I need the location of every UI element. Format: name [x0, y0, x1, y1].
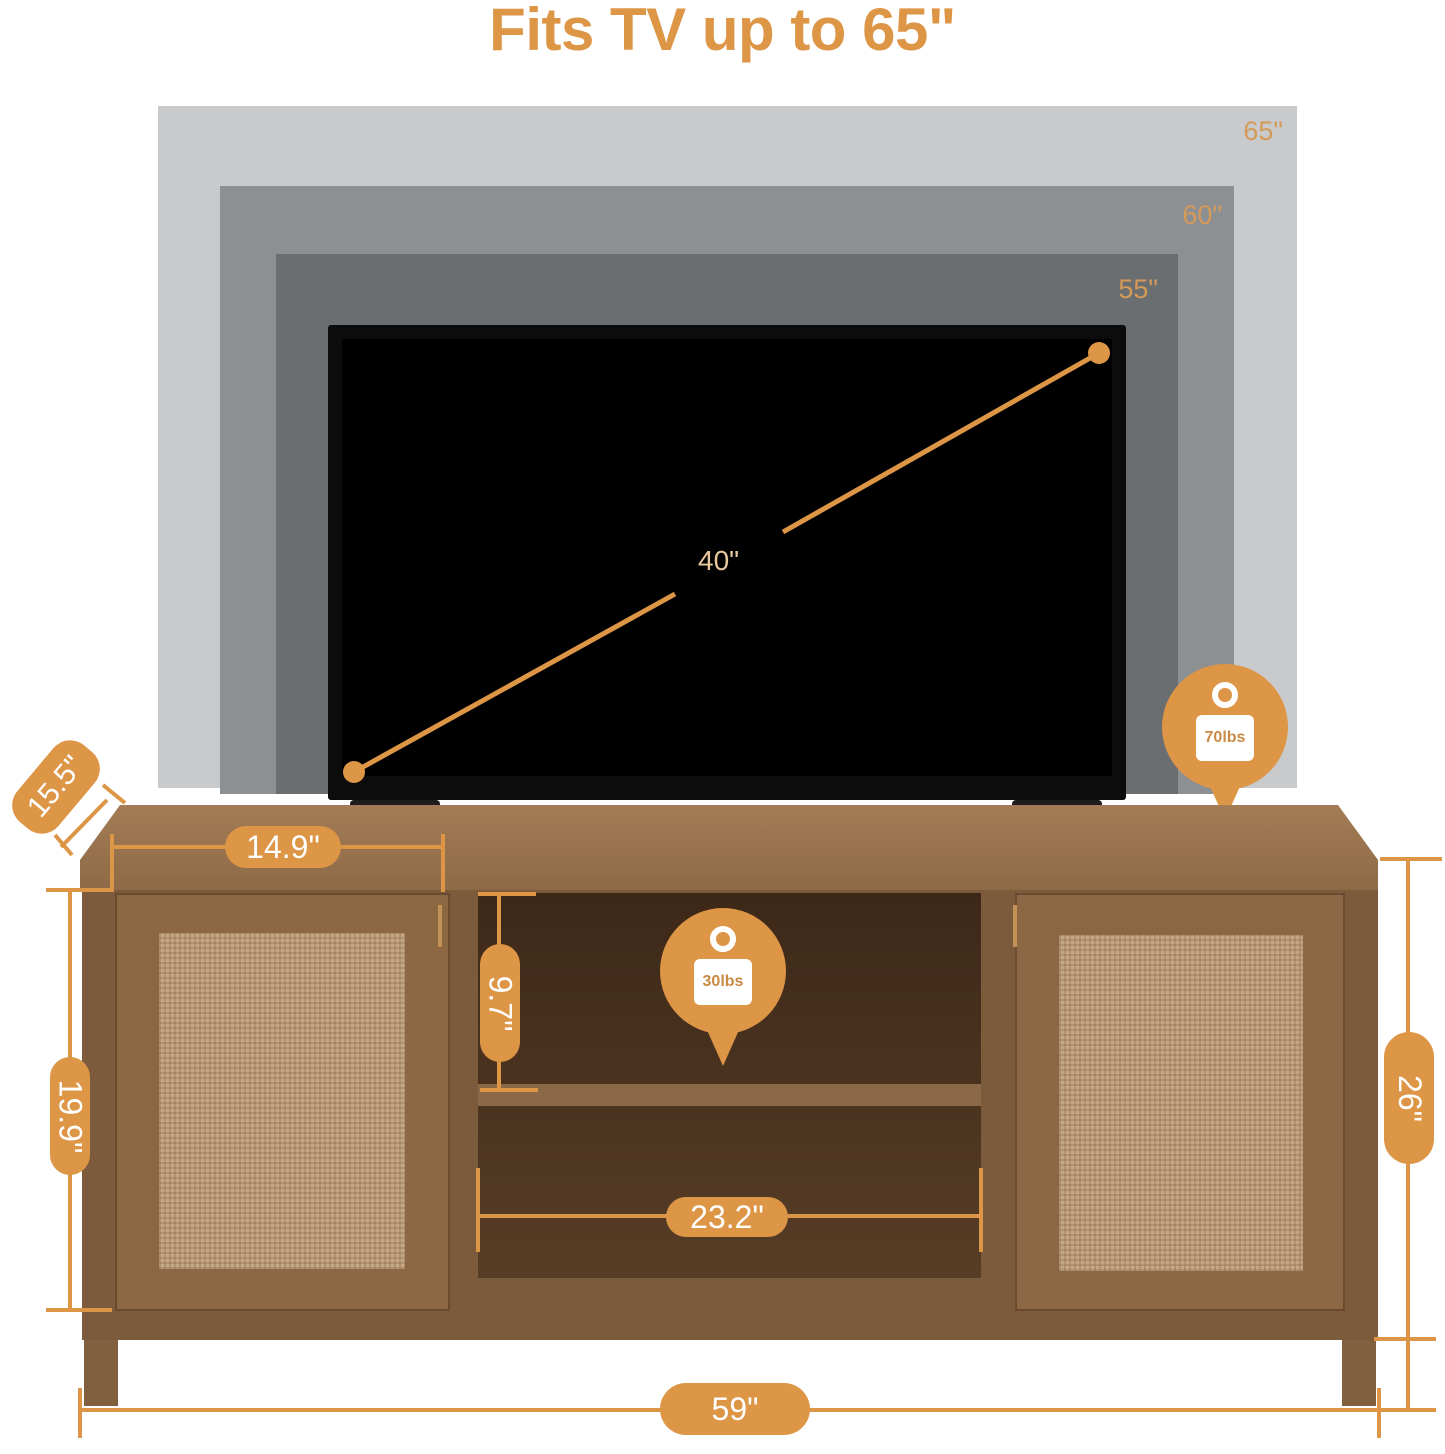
right-cabinet-door[interactable] — [1015, 893, 1345, 1311]
weight-icon: 70lbs — [1196, 715, 1254, 761]
center-shelf — [478, 1084, 981, 1106]
shelf-weight-pin-icon — [707, 1030, 739, 1066]
compartment-floor — [478, 1278, 981, 1310]
weight-ring-icon — [1212, 682, 1238, 708]
top-section-width-tick-left — [110, 834, 114, 892]
top-section-width-tick-right — [441, 834, 445, 892]
compartment-width-tick-right — [979, 1168, 983, 1252]
total-height-tick-top — [1380, 857, 1442, 861]
tv-stand-leg-left — [84, 1340, 118, 1406]
left-cabinet-door[interactable] — [115, 893, 450, 1311]
total-height-label: 26" — [1391, 1074, 1428, 1122]
page-title: Fits TV up to 65" — [489, 0, 956, 63]
left-door-handle[interactable] — [438, 905, 442, 947]
total-height-tick-bottom — [1374, 1408, 1436, 1412]
top-weight-label: 70lbs — [1204, 729, 1246, 746]
shelf-weight-label: 30lbs — [702, 973, 744, 990]
weight-icon: 30lbs — [694, 959, 752, 1005]
total-width-pill: 59" — [660, 1383, 810, 1435]
top-section-width-pill: 14.9" — [225, 826, 341, 868]
shelf-height-pill: 9.7" — [480, 944, 520, 1062]
tv-stand-leg-right — [1342, 1340, 1376, 1406]
cabinet-height-tick-top — [46, 888, 112, 892]
compartment-width-pill: 23.2" — [666, 1197, 788, 1237]
tv-size-55-label: 55" — [1118, 274, 1158, 304]
right-door-handle[interactable] — [1013, 905, 1017, 947]
total-width-tick-right — [1377, 1388, 1381, 1438]
cabinet-height-tick-bottom — [46, 1308, 112, 1312]
compartment-width-label: 23.2" — [690, 1198, 764, 1235]
right-rattan-panel — [1059, 935, 1303, 1271]
left-rattan-panel — [159, 933, 405, 1269]
top-section-width-label: 14.9" — [246, 828, 320, 865]
shelf-height-tick-bottom — [480, 1088, 538, 1092]
top-weight-badge: 70lbs — [1162, 664, 1288, 790]
tv-screen — [342, 339, 1112, 776]
total-width-tick-left — [78, 1388, 82, 1438]
shelf-height-tick-top — [478, 892, 536, 896]
total-height-tick-mid — [1374, 1337, 1436, 1341]
total-height-pill: 26" — [1384, 1032, 1434, 1164]
weight-ring-icon — [710, 926, 736, 952]
total-width-label: 59" — [711, 1390, 759, 1427]
shelf-weight-badge: 30lbs — [660, 908, 786, 1034]
compartment-width-tick-left — [476, 1168, 480, 1252]
tv-size-65-label: 65" — [1243, 116, 1283, 146]
cabinet-height-pill: 19.9" — [50, 1057, 90, 1175]
cabinet-height-label: 19.9" — [52, 1079, 89, 1153]
tv-diagonal-label: 40" — [698, 545, 740, 576]
tv-illustration — [328, 325, 1126, 800]
shelf-height-label: 9.7" — [482, 975, 519, 1031]
tv-size-60-label: 60" — [1182, 200, 1222, 230]
